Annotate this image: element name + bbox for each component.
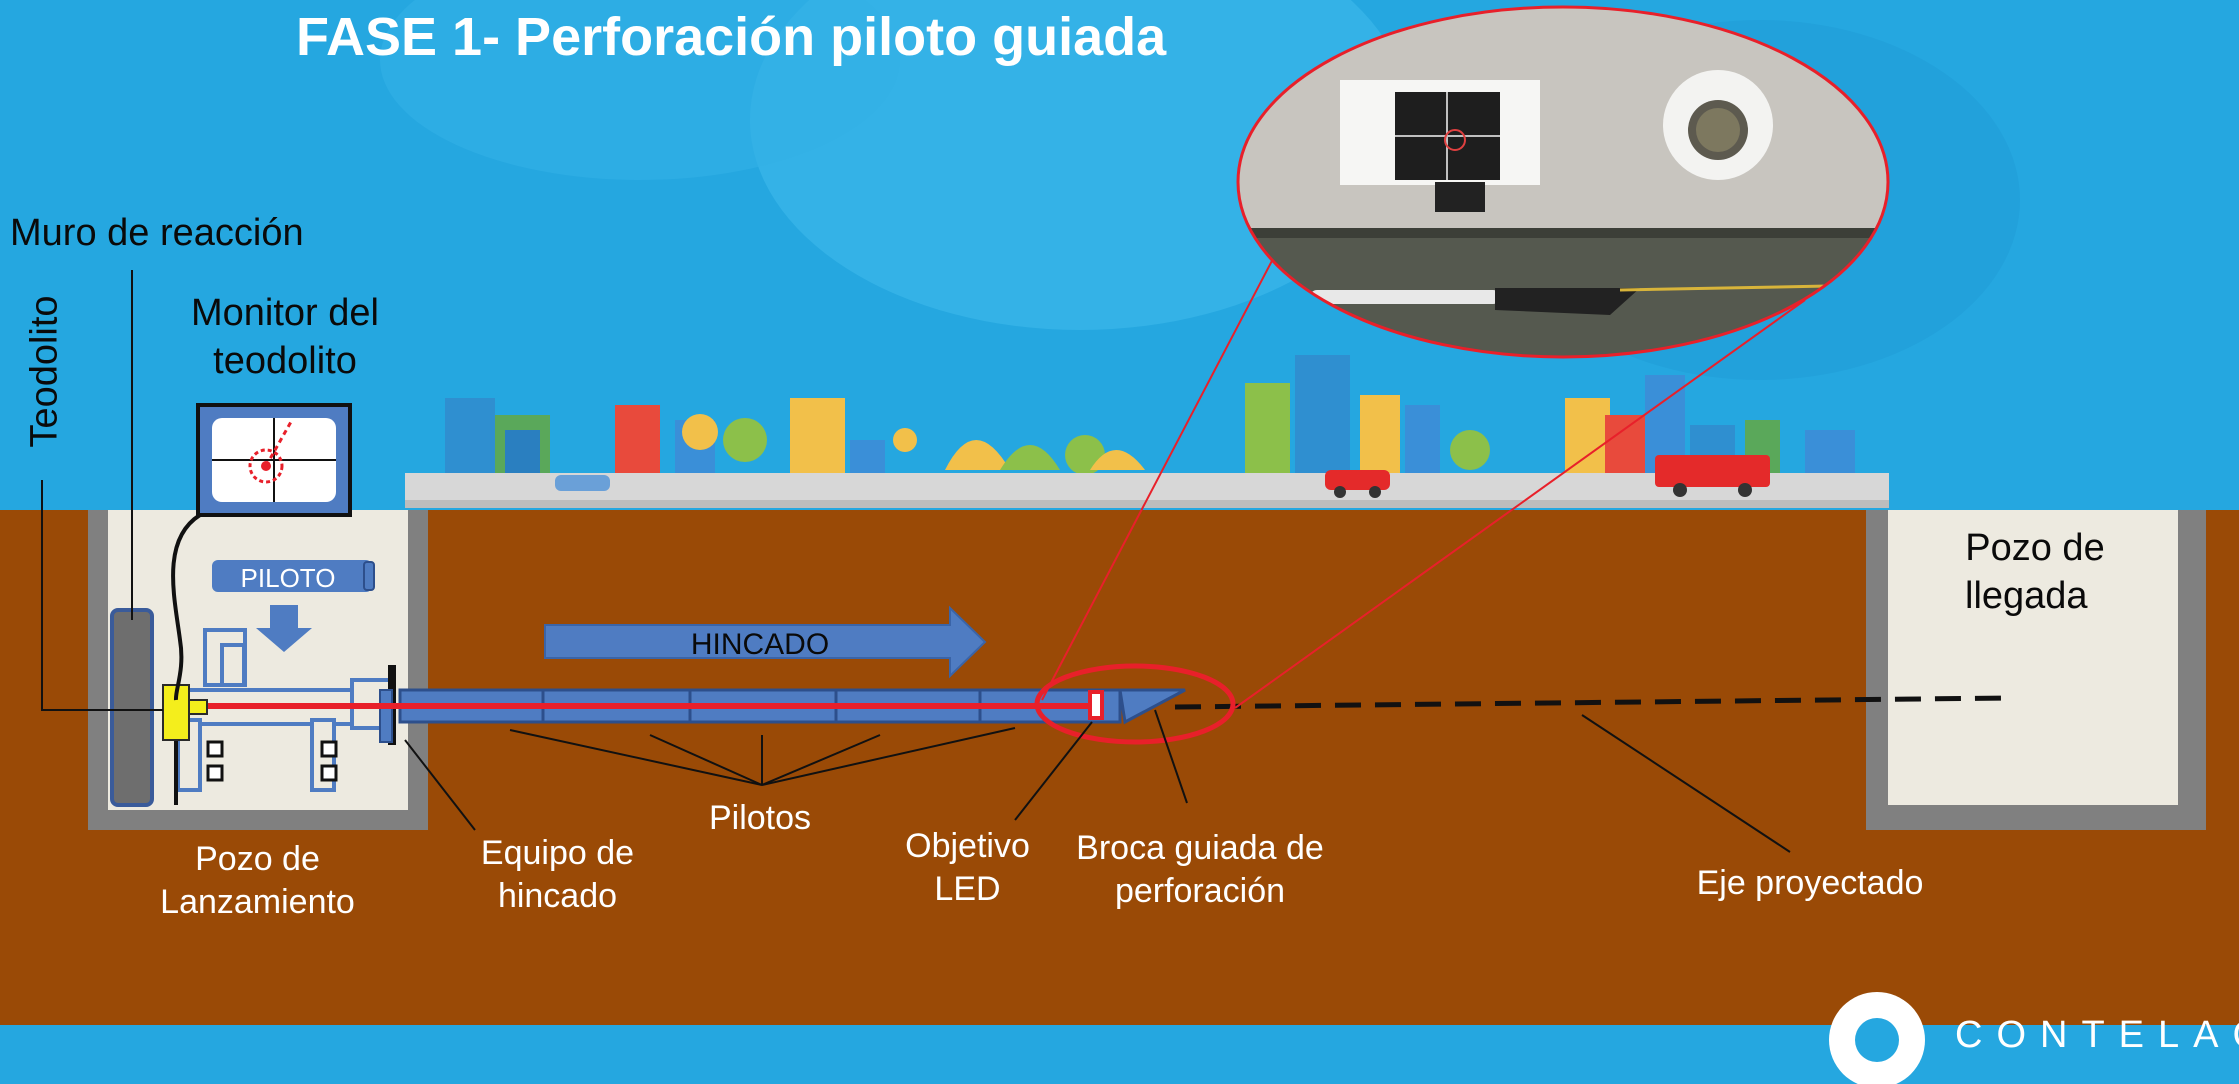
monitor-label-line2: teodolito (213, 339, 357, 382)
jacking-equipment-label: Equipo de hincado (440, 832, 675, 917)
projected-axis-line (1174, 695, 2011, 710)
drill-bit-label-line1: Broca guiada de (1076, 829, 1324, 867)
hincado-arrow-label: HINCADO (690, 628, 830, 661)
zoom-connector (1234, 299, 1806, 709)
piloto-tag (212, 560, 372, 592)
projected-axis-label: Eje proyectado (1696, 864, 1924, 902)
zoom-connector (1041, 254, 1276, 701)
arrival-pit (1866, 510, 2206, 830)
monitor-label: Monitor del teodolito (170, 290, 400, 385)
led-target-icon (1088, 690, 1104, 720)
car-icon (555, 475, 610, 491)
car-icon (1325, 470, 1390, 498)
jacking-equipment-label-line1: Equipo de (480, 834, 635, 872)
led-target-label: Objetivo LED (880, 825, 1055, 910)
reaction-wall (110, 608, 154, 807)
theodolite-label: Teodolito (23, 295, 66, 448)
drill-bit-icon (1118, 688, 1186, 725)
pilots-label: Pilotos (708, 799, 812, 837)
drill-bit-label: Broca guiada de perforación (1050, 827, 1350, 912)
theodolite-monitor-icon (196, 403, 352, 517)
piloto-tag-label: PILOTO (240, 563, 336, 593)
arrival-pit-label: Pozo de llegada (1905, 525, 2165, 620)
sky-background (0, 0, 2239, 520)
page-title: FASE 1- Perforación piloto guiada (296, 7, 1167, 67)
led-target-label-line1: Objetivo (905, 827, 1030, 865)
svg-text:CONTELAC: CONTELAC (1955, 1014, 2239, 1056)
leader-lines (41, 270, 1791, 853)
truck-icon (1655, 455, 1770, 497)
monitor-cable (171, 513, 202, 701)
monitor-label-line1: Monitor del (191, 292, 379, 334)
down-arrow-icon (256, 605, 312, 652)
city-skyline-icon (445, 355, 1855, 475)
led-target-label-line2: LED (934, 869, 1001, 908)
launch-pit-label: Pozo de Lanzamiento (120, 838, 395, 923)
arrival-pit-label-line1: Pozo de (1965, 527, 2105, 569)
jacking-equipment-label-line2: hincado (497, 876, 618, 915)
arrival-pit-label-line2: llegada (1965, 574, 2088, 617)
launch-pit-label-line1: Pozo de (195, 840, 320, 878)
highlight-ellipse (1034, 663, 1236, 745)
drill-bit-label-line2: perforación (1114, 871, 1286, 910)
hincado-arrow-icon (544, 605, 987, 679)
reaction-wall-label: Muro de reacción (10, 212, 304, 254)
launch-pit-label-line2: Lanzamiento (160, 882, 355, 921)
logo-icon: CONTELAC (1829, 992, 2239, 1084)
